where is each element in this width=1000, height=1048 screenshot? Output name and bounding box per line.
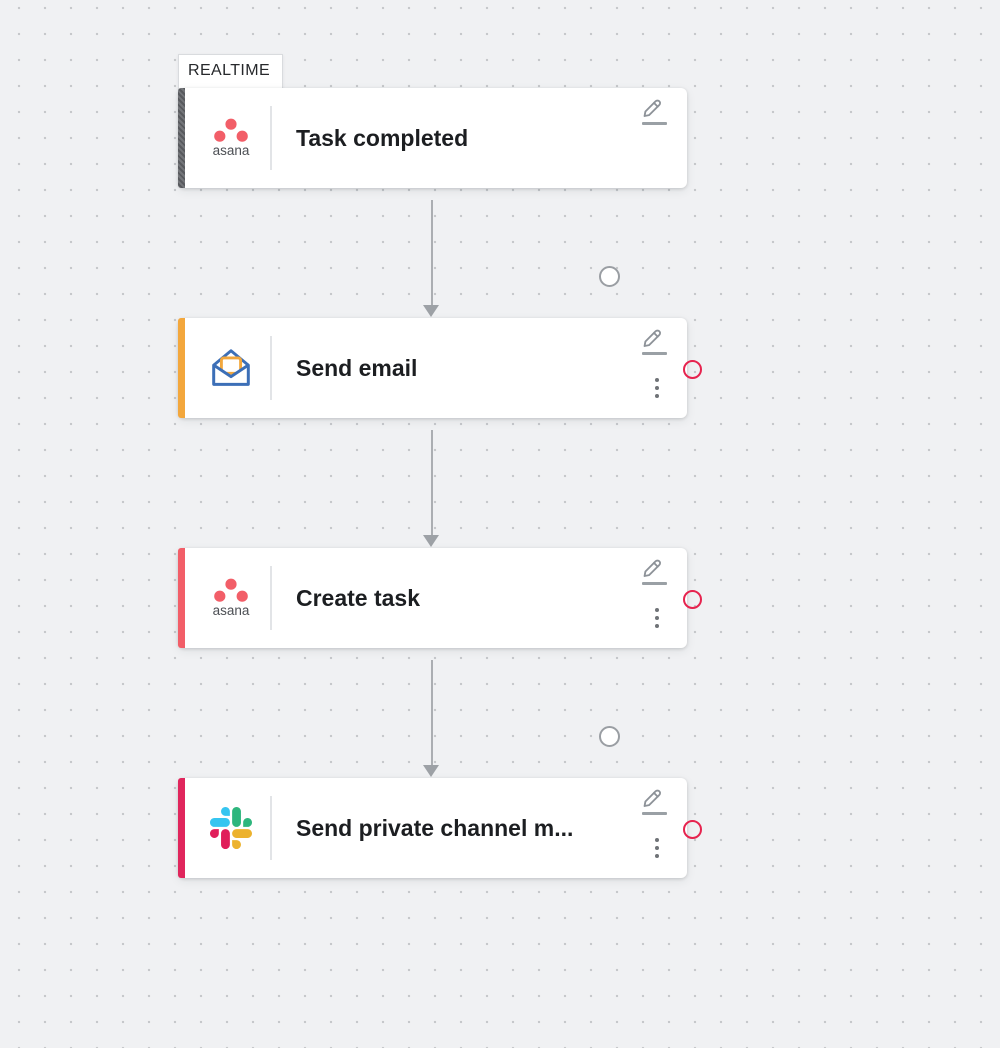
email-envelope-icon <box>192 318 270 418</box>
output-port[interactable] <box>599 725 620 747</box>
node-card-trigger[interactable]: asana Task completed <box>178 88 687 287</box>
node-status-stripe <box>178 88 185 188</box>
divider <box>270 336 272 400</box>
node-title: Send email <box>296 354 418 381</box>
pencil-icon[interactable] <box>640 325 670 357</box>
node-card-create-task[interactable]: asana Create task <box>178 548 687 648</box>
node-title: Task completed <box>296 124 469 151</box>
divider <box>270 796 272 860</box>
pencil-icon[interactable] <box>640 555 670 587</box>
red-ring-port[interactable] <box>683 589 702 609</box>
node-card-slack-message[interactable]: Send private channel m... <box>178 778 687 878</box>
output-port[interactable] <box>599 265 620 287</box>
node-status-stripe <box>178 778 185 878</box>
kebab-menu-icon[interactable] <box>648 833 666 863</box>
divider <box>270 106 272 170</box>
edit-underline <box>642 582 667 585</box>
node-title: Create task <box>296 584 421 611</box>
node-title: Send private channel m... <box>296 814 574 841</box>
divider <box>270 566 272 630</box>
edit-underline <box>642 812 667 815</box>
edit-underline <box>642 122 667 125</box>
pencil-icon[interactable] <box>640 785 670 817</box>
kebab-menu-icon[interactable] <box>648 373 666 403</box>
node-status-stripe <box>178 548 185 648</box>
edit-underline <box>642 352 667 355</box>
node-card-send-email[interactable]: Send email <box>178 318 687 747</box>
slack-logo-icon <box>192 778 270 878</box>
asana-logo-icon: asana <box>192 548 270 648</box>
red-ring-port[interactable] <box>683 819 702 839</box>
asana-wordmark: asana <box>212 603 250 619</box>
asana-logo-icon: asana <box>192 88 270 188</box>
red-ring-port[interactable] <box>683 359 702 379</box>
asana-wordmark: asana <box>212 143 250 159</box>
kebab-menu-icon[interactable] <box>648 603 666 633</box>
realtime-badge: REALTIME <box>178 54 284 89</box>
node-status-stripe <box>178 318 185 418</box>
pencil-icon[interactable] <box>640 95 670 127</box>
